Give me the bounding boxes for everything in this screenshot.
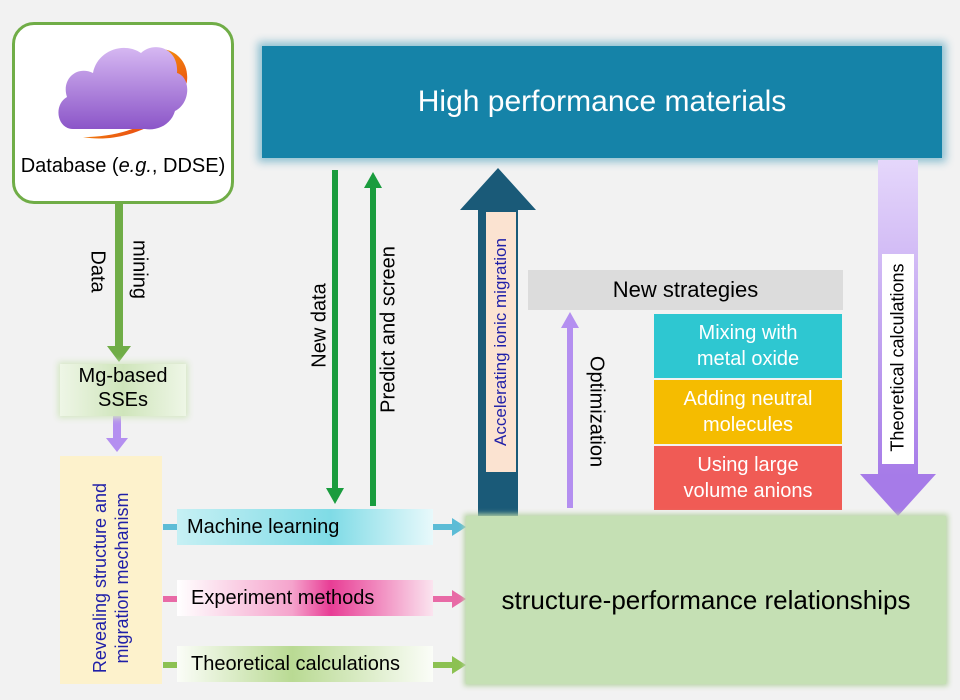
- high-performance-banner: High performance materials: [262, 46, 942, 158]
- new-strategies-header: New strategies: [528, 270, 843, 310]
- accelerating-label: Accelerating ionic migration: [491, 238, 510, 446]
- tc-arrow: [163, 656, 466, 674]
- cloud-icon: [58, 47, 188, 139]
- machine-learning-box: Machine learning: [177, 509, 433, 545]
- core-title: structure-performance relationships: [501, 584, 911, 615]
- revealing-box: Revealing structure and migration mechan…: [60, 456, 162, 684]
- database-label: Database (e.g., DDSE): [20, 155, 226, 177]
- mg-sses-box: Mg-based SSEs: [60, 364, 186, 416]
- revealing-text: Revealing structure and migration mechan…: [90, 482, 132, 674]
- banner-title: High performance materials: [417, 85, 787, 118]
- database-box: Database (e.g., DDSE): [12, 22, 234, 204]
- data-mining-arrow: [107, 204, 131, 362]
- mg-sses-line1: Mg-based: [78, 365, 168, 387]
- predict-arrow: [364, 172, 382, 506]
- theoretical-calculations-box: Theoretical calculations: [177, 646, 433, 682]
- optimization-arrow: [561, 312, 579, 508]
- theo-label-bg: [882, 254, 914, 464]
- structure-performance-box: structure-performance relationships: [466, 516, 946, 684]
- mg-sses-line2: SSEs: [97, 389, 149, 411]
- em-arrow: [163, 590, 466, 608]
- mining-label: mining: [128, 240, 151, 299]
- new-data-arrow: [326, 170, 344, 504]
- accelerating-label-bg: [486, 212, 516, 472]
- mg-to-reveal-arrow: [106, 416, 128, 452]
- experiment-methods-box: Experiment methods: [177, 580, 433, 616]
- optimization-label: Optimization: [585, 355, 608, 468]
- ml-arrow: [163, 518, 466, 536]
